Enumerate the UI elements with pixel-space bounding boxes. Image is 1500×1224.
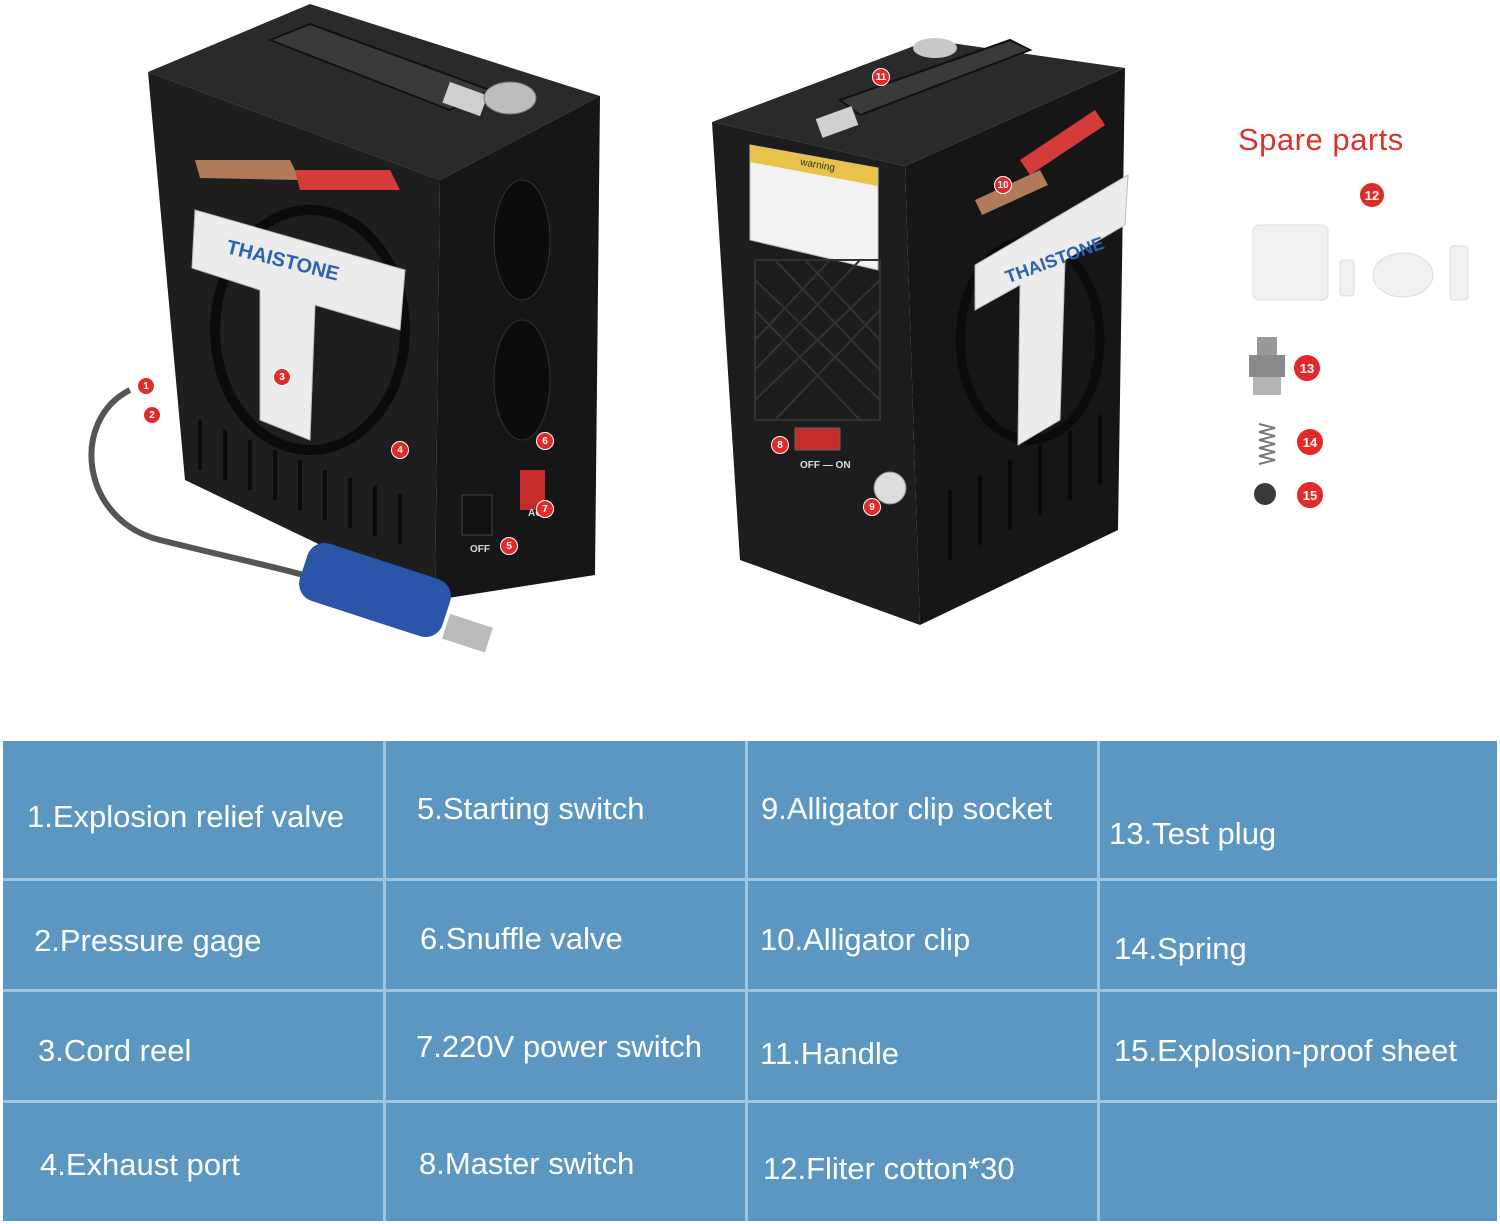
table-cell: 12.Fliter cotton*30 <box>748 1103 1100 1221</box>
table-cell-empty <box>1100 1103 1497 1221</box>
table-cell: 2.Pressure gage <box>3 881 386 992</box>
callout-8: 8 <box>771 436 789 454</box>
legend-item-3: 3.Cord reel <box>38 1033 192 1068</box>
parts-legend-table: 1.Explosion relief valve 5.Starting swit… <box>3 741 1497 1221</box>
callout-15: 15 <box>1296 481 1324 509</box>
spare-parts-title: Spare parts <box>1238 122 1404 157</box>
callout-2: 2 <box>143 406 161 424</box>
explosion-proof-sheet-image <box>1254 483 1276 505</box>
legend-item-9: 9.Alligator clip socket <box>761 791 1053 826</box>
callout-14: 14 <box>1296 428 1324 456</box>
table-cell: 5.Starting switch <box>386 741 748 881</box>
callout-12: 12 <box>1359 182 1385 208</box>
table-cell: 15.Explosion-proof sheet <box>1100 992 1497 1103</box>
legend-item-11: 11.Handle <box>760 1036 900 1071</box>
table-cell: 9.Alligator clip socket <box>748 741 1100 881</box>
callout-1: 1 <box>137 377 155 395</box>
spring-image <box>1258 423 1276 465</box>
callout-7: 7 <box>536 500 554 518</box>
legend-item-10: 10.Alligator clip <box>760 922 971 957</box>
legend-item-8: 8.Master switch <box>419 1146 635 1181</box>
table-cell: 6.Snuffle valve <box>386 881 748 992</box>
table-cell: 7.220V power switch <box>386 992 748 1103</box>
table-cell: 4.Exhaust port <box>3 1103 386 1221</box>
front-compressor-image <box>88 4 600 653</box>
table-cell: 3.Cord reel <box>3 992 386 1103</box>
legend-item-13: 13.Test plug <box>1109 816 1277 851</box>
table-cell: 1.Explosion relief valve <box>3 741 386 881</box>
callout-11: 11 <box>872 68 890 86</box>
table-cell: 11.Handle <box>748 992 1100 1103</box>
callout-13: 13 <box>1293 354 1321 382</box>
test-plug-image <box>1249 337 1285 395</box>
front-ac-label: AC <box>528 508 543 519</box>
callout-4: 4 <box>391 441 409 459</box>
rear-switch-label: OFF — ON <box>800 460 851 471</box>
callout-5: 5 <box>500 537 518 555</box>
callout-9: 9 <box>863 498 881 516</box>
front-off-label: OFF <box>470 544 490 555</box>
callout-3: 3 <box>273 368 291 386</box>
callout-6: 6 <box>536 432 554 450</box>
legend-item-14: 14.Spring <box>1114 931 1247 966</box>
table-cell: 10.Alligator clip <box>748 881 1100 992</box>
rear-compressor-image <box>712 38 1129 625</box>
legend-item-5: 5.Starting switch <box>417 791 645 826</box>
legend-item-4: 4.Exhaust port <box>40 1147 240 1182</box>
legend-item-12: 12.Fliter cotton*30 <box>763 1151 1015 1186</box>
legend-item-2: 2.Pressure gage <box>34 923 262 958</box>
filter-cotton-image <box>1252 224 1469 301</box>
legend-item-6: 6.Snuffle valve <box>420 921 623 956</box>
legend-item-7: 7.220V power switch <box>416 1029 703 1064</box>
table-cell: 13.Test plug <box>1100 741 1497 881</box>
table-cell: 14.Spring <box>1100 881 1497 992</box>
table-cell: 8.Master switch <box>386 1103 748 1221</box>
callout-10: 10 <box>994 176 1012 194</box>
legend-item-1: 1.Explosion relief valve <box>27 799 345 834</box>
legend-item-15: 15.Explosion-proof sheet <box>1114 1033 1457 1068</box>
